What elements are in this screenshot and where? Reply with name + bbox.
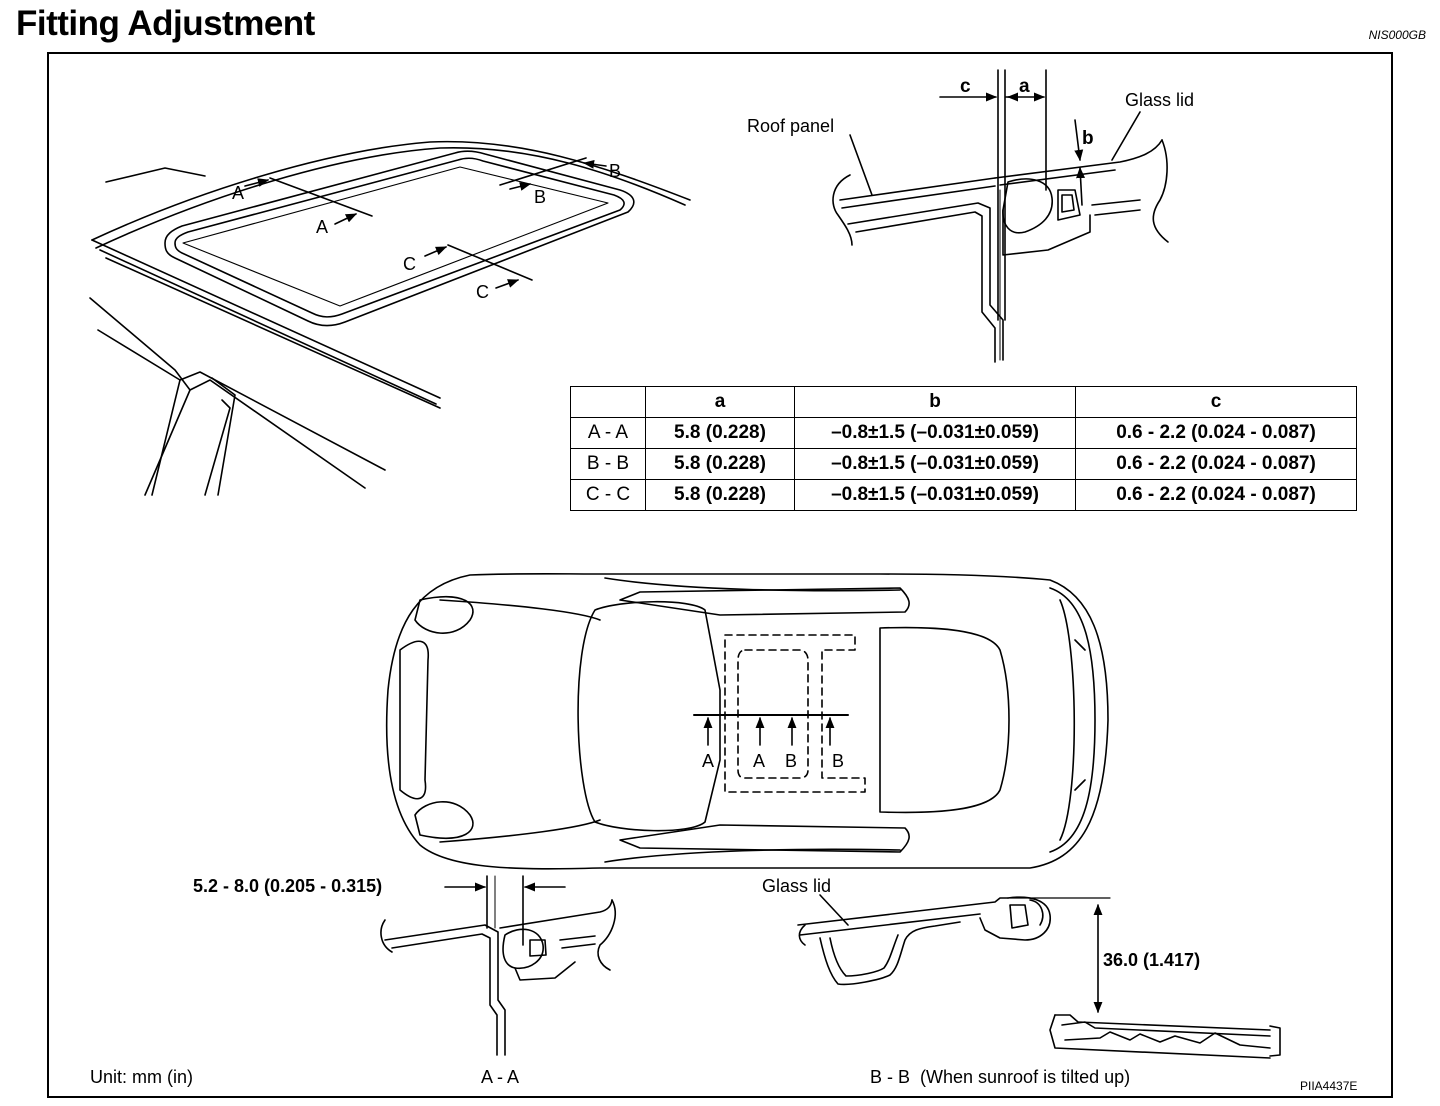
car-label-b2: B [832,751,844,771]
label-a-inner: A [316,217,328,237]
table-header-a: a [645,386,795,418]
cross-section-detail-top [832,139,1169,363]
specification-table: a b c A - A 5.8 (0.228) –0.8±1.5 (–0.031… [570,386,1357,511]
figure-code: PIIA4437E [1300,1079,1357,1093]
table-cell-b: –0.8±1.5 (–0.031±0.059) [794,448,1076,480]
glass-lid-label-bottom: Glass lid [762,876,831,896]
table-header-section [570,386,646,418]
table-row: C - C 5.8 (0.228) –0.8±1.5 (–0.031±0.059… [570,479,1357,511]
page-title: Fitting Adjustment [16,4,315,43]
label-c-inner: C [476,282,489,302]
roof-panel-label: Roof panel [747,116,834,136]
glass-lid-label-top: Glass lid [1125,90,1194,110]
car-label-b1: B [785,751,797,771]
car-top-view [385,572,1109,870]
figure-frame [47,52,1393,1098]
section-a-a-dimension: 5.2 - 8.0 (0.205 - 0.315) [193,876,382,896]
label-b-outer: B [609,161,621,181]
table-cell-c: 0.6 - 2.2 (0.024 - 0.087) [1075,417,1357,449]
table-cell-section: C - C [570,479,646,511]
roof-perspective-view [89,140,691,496]
table-row: A - A 5.8 (0.228) –0.8±1.5 (–0.031±0.059… [570,417,1357,449]
dimension-c-label: c [960,76,971,97]
table-cell-a: 5.8 (0.228) [645,417,795,449]
section-a-a-caption: A - A [481,1067,519,1087]
table-cell-c: 0.6 - 2.2 (0.024 - 0.087) [1075,448,1357,480]
label-c-outer: C [403,254,416,274]
section-b-b-caption: B - B (When sunroof is tilted up) [870,1067,1130,1087]
table-row: B - B 5.8 (0.228) –0.8±1.5 (–0.031±0.059… [570,448,1357,480]
table-header-b: b [794,386,1076,418]
dimension-a-label: a [1019,76,1030,97]
car-label-a1: A [702,751,714,771]
table-header-c: c [1075,386,1357,418]
label-b-inner: B [534,187,546,207]
table-cell-b: –0.8±1.5 (–0.031±0.059) [794,479,1076,511]
table-header-row: a b c [570,386,1357,418]
table-cell-section: B - B [570,448,646,480]
section-b-b-drawing [797,896,1281,1059]
table-cell-a: 5.8 (0.228) [645,448,795,480]
table-cell-section: A - A [570,417,646,449]
section-b-b-dimension: 36.0 (1.417) [1103,950,1200,970]
document-code: NIS000GB [1368,28,1426,42]
table-cell-c: 0.6 - 2.2 (0.024 - 0.087) [1075,479,1357,511]
table-cell-b: –0.8±1.5 (–0.031±0.059) [794,417,1076,449]
label-a-outer: A [232,183,244,203]
dimension-b-label: b [1082,128,1094,149]
unit-label: Unit: mm (in) [90,1067,193,1087]
car-label-a2: A [753,751,765,771]
section-a-a-drawing [380,875,616,1056]
table-cell-a: 5.8 (0.228) [645,479,795,511]
